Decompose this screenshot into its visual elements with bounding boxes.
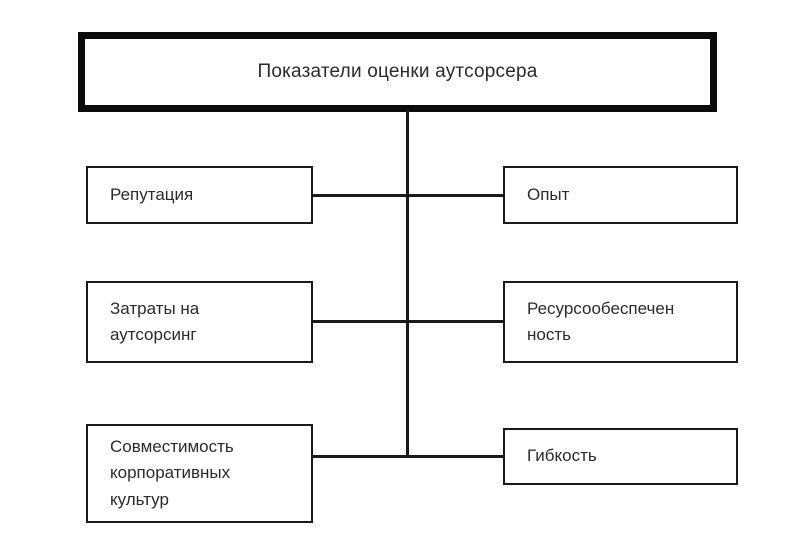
node-flexibility-label: Гибкость bbox=[527, 446, 597, 466]
node-reputation: Репутация bbox=[86, 166, 313, 224]
node-outsourcing-costs-label: Затраты на аутсорсинг bbox=[110, 298, 200, 344]
connector-branch-row-2 bbox=[311, 320, 505, 323]
node-experience: Опыт bbox=[503, 166, 738, 224]
node-outsourcing-costs: Затраты на аутсорсинг bbox=[86, 281, 313, 363]
connector-branch-row-3 bbox=[311, 455, 505, 458]
root-node-evaluation-indicators: Показатели оценки аутсорсера bbox=[78, 32, 717, 112]
connector-branch-row-1 bbox=[311, 194, 505, 197]
node-resource-availability-label: Ресурсообеспечен ность bbox=[527, 298, 675, 344]
root-node-label: Показатели оценки аутсорсера bbox=[257, 61, 538, 83]
connector-vertical-spine bbox=[406, 110, 409, 458]
node-flexibility: Гибкость bbox=[503, 428, 738, 485]
node-resource-availability: Ресурсообеспечен ность bbox=[503, 281, 738, 363]
node-corporate-culture-compatibility: Совместимость корпоративных культур bbox=[86, 424, 313, 523]
node-experience-label: Опыт bbox=[527, 184, 570, 204]
node-corporate-culture-compatibility-label: Совместимость корпоративных культур bbox=[110, 436, 234, 509]
node-reputation-label: Репутация bbox=[110, 184, 194, 204]
